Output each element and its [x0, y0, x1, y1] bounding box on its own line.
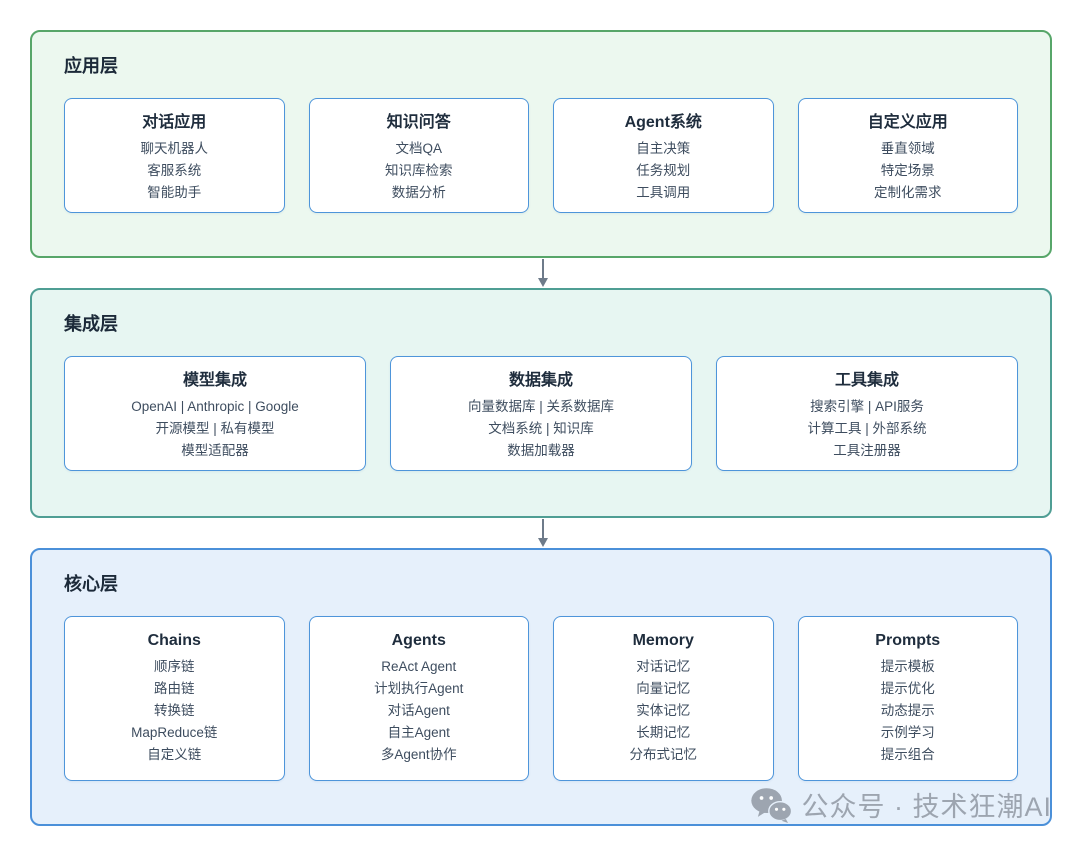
card-item: 提示优化: [880, 681, 935, 696]
integration-cards-row: 模型集成 OpenAI | Anthropic | Google 开源模型 | …: [64, 356, 1018, 471]
card-item: 聊天机器人: [140, 141, 209, 156]
layer-integration-title: 集成层: [64, 314, 118, 334]
card-item: 文档QA: [395, 141, 442, 156]
card-dialog-application: 对话应用 聊天机器人 客服系统 智能助手: [64, 98, 285, 213]
card-agents: Agents ReAct Agent 计划执行Agent 对话Agent 自主A…: [308, 616, 529, 781]
core-cards-row: Chains 顺序链 路由链 转换链 MapReduce链 自定义链 Agent…: [64, 616, 1018, 781]
card-item: 提示组合: [880, 747, 935, 762]
layer-core-title: 核心层: [64, 574, 118, 594]
card-item: 客服系统: [147, 163, 202, 178]
watermark: 公众号 · 技术狂潮AI: [750, 785, 1052, 824]
card-model-integration: 模型集成 OpenAI | Anthropic | Google 开源模型 | …: [64, 356, 366, 471]
card-item: 向量数据库 | 关系数据库: [467, 399, 614, 414]
wechat-icon: [750, 787, 793, 823]
card-item: 工具调用: [636, 185, 691, 200]
card-item: 垂直领域: [880, 141, 935, 156]
card-item: 多Agent协作: [380, 747, 457, 762]
layer-integration: 集成层 模型集成 OpenAI | Anthropic | Google 开源模…: [30, 288, 1052, 518]
card-item: 向量记忆: [636, 681, 691, 696]
card-knowledge-qa: 知识问答 文档QA 知识库检索 数据分析: [308, 98, 529, 213]
card-tool-integration: 工具集成 搜索引擎 | API服务 计算工具 | 外部系统 工具注册器: [716, 356, 1018, 471]
card-item: 长期记忆: [636, 725, 691, 740]
card-item: 模型适配器: [181, 443, 249, 458]
card-title: 数据集成: [508, 372, 573, 389]
card-item: OpenAI | Anthropic | Google: [131, 399, 299, 414]
card-custom-application: 自定义应用 垂直领域 特定场景 定制化需求: [797, 98, 1018, 213]
card-item: ReAct Agent: [381, 659, 457, 674]
layer-application-title: 应用层: [64, 56, 118, 76]
card-item: 任务规划: [636, 163, 691, 178]
card-item: 路由链: [154, 681, 195, 696]
card-item: 自定义链: [147, 747, 202, 762]
card-item: 对话记忆: [636, 659, 691, 674]
watermark-text: 公众号 · 技术狂潮AI: [801, 792, 1052, 822]
card-item: 动态提示: [880, 703, 935, 718]
card-item: 工具注册器: [833, 443, 901, 458]
card-title: Memory: [632, 632, 694, 649]
card-item: 转换链: [154, 703, 195, 718]
card-item: 数据分析: [391, 185, 446, 200]
card-item: MapReduce链: [131, 725, 218, 740]
card-title: 对话应用: [142, 114, 207, 131]
card-item: 自主决策: [636, 141, 691, 156]
card-title: Prompts: [875, 632, 941, 649]
card-item: 自主Agent: [387, 725, 450, 740]
card-item: 顺序链: [154, 659, 195, 674]
card-prompts: Prompts 提示模板 提示优化 动态提示 示例学习 提示组合: [797, 616, 1018, 781]
application-cards-row: 对话应用 聊天机器人 客服系统 智能助手 知识问答 文档QA 知识库检索 数据分…: [64, 98, 1018, 213]
card-item: 搜索引擎 | API服务: [810, 399, 924, 414]
card-title: 工具集成: [834, 372, 899, 389]
card-data-integration: 数据集成 向量数据库 | 关系数据库 文档系统 | 知识库 数据加载器: [390, 356, 692, 471]
card-item: 计算工具 | 外部系统: [807, 421, 927, 436]
card-item: 定制化需求: [874, 185, 942, 200]
down-arrow-icon: [538, 519, 548, 547]
card-item: 对话Agent: [387, 703, 450, 718]
card-chains: Chains 顺序链 路由链 转换链 MapReduce链 自定义链: [64, 616, 285, 781]
card-item: 计划执行Agent: [374, 681, 464, 696]
card-item: 文档系统 | 知识库: [488, 421, 594, 436]
card-title: Agent系统: [624, 114, 702, 131]
card-item: 数据加载器: [507, 443, 575, 458]
card-memory: Memory 对话记忆 向量记忆 实体记忆 长期记忆 分布式记忆: [553, 616, 774, 781]
card-item: 提示模板: [880, 659, 935, 674]
layer-application: 应用层 对话应用 聊天机器人 客服系统 智能助手 知识问答 文档QA 知识库检索…: [30, 30, 1052, 258]
card-item: 开源模型 | 私有模型: [155, 421, 275, 436]
card-item: 实体记忆: [636, 703, 691, 718]
card-agent-system: Agent系统 自主决策 任务规划 工具调用: [553, 98, 774, 213]
down-arrow-icon: [538, 259, 548, 287]
card-item: 智能助手: [147, 185, 202, 200]
card-item: 分布式记忆: [629, 747, 698, 762]
card-title: Chains: [147, 632, 201, 649]
card-title: 模型集成: [182, 372, 247, 389]
card-item: 特定场景: [880, 163, 935, 178]
card-title: Agents: [391, 632, 446, 649]
card-title: 自定义应用: [867, 114, 948, 131]
layer-core: 核心层 Chains 顺序链 路由链 转换链 MapReduce链 自定义链 A…: [30, 548, 1052, 826]
card-item: 示例学习: [880, 725, 935, 740]
card-title: 知识问答: [386, 114, 451, 131]
card-item: 知识库检索: [385, 163, 453, 178]
